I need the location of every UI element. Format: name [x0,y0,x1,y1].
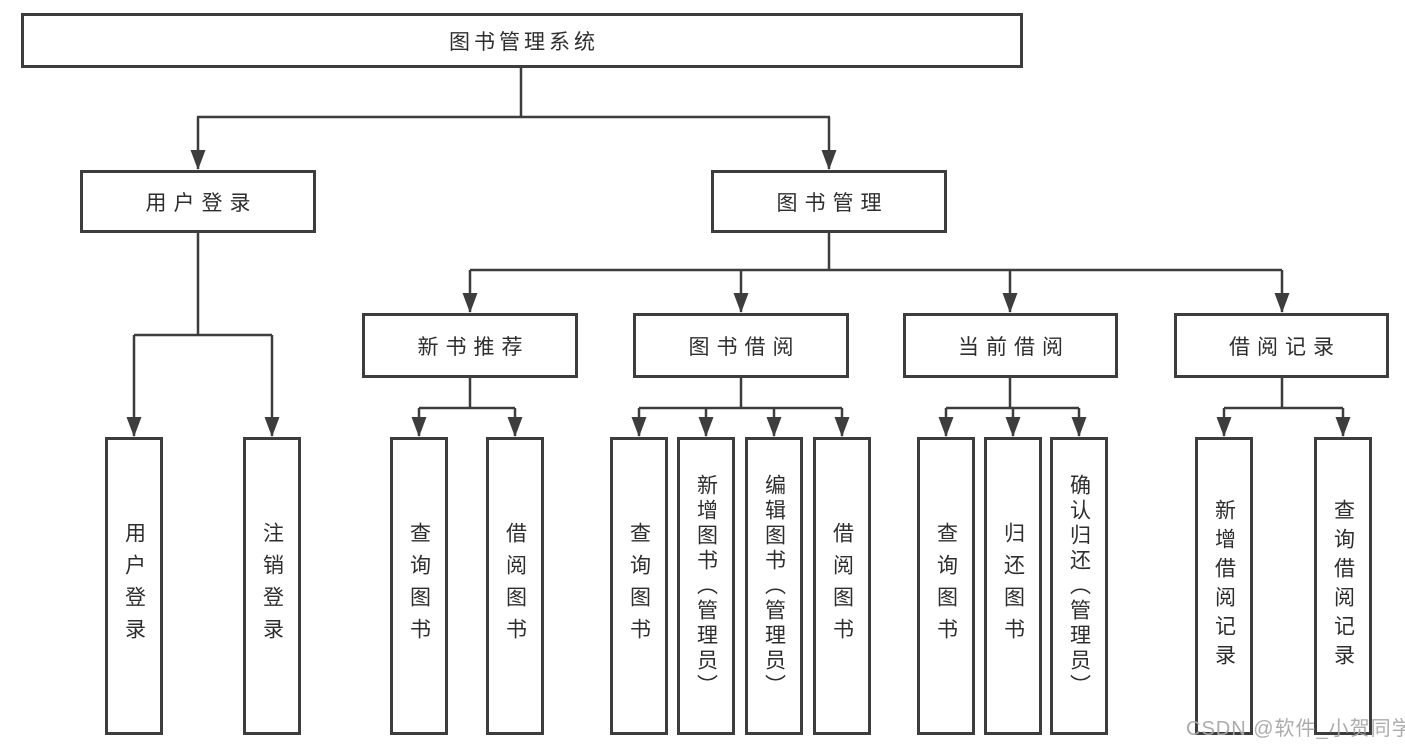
leaf-query-borrow-record-label: 查询借阅记录 [1331,499,1355,673]
leaf-logout: 注销登录 [243,437,301,735]
leaf-add-borrow-record-label: 新增借阅记录 [1212,499,1236,673]
trunk-book-management [470,233,1282,272]
leaf-query-books-current: 查询图书 [917,437,975,735]
leaf-borrow-books-borrowing: 借阅图书 [813,437,871,735]
leaf-edit-book-admin-label: 编辑图书（管理员） [762,473,786,699]
leaf-user-login: 用户登录 [105,437,163,735]
leaf-query-books-current-label: 查询图书 [934,522,958,650]
trunk-root [197,68,830,119]
leaf-borrow-books-borrowing-label: 借阅图书 [830,522,854,650]
leaf-borrow-books-recommend: 借阅图书 [486,437,544,735]
watermark: CSDN @软件_小贺同学 [1186,718,1405,740]
leaf-add-book-admin: 新增图书（管理员） [677,437,735,735]
leaf-query-books-recommend: 查询图书 [390,437,448,735]
trunk-book-borrow [639,378,842,410]
leaf-confirm-return-admin-label: 确认归还（管理员） [1067,473,1091,699]
leaf-query-books-borrowing-label: 查询图书 [627,522,651,650]
trunk-user-login [134,233,272,337]
node-borrowing-records: 借阅记录 [1174,313,1389,378]
leaf-logout-label: 注销登录 [260,522,284,650]
leaf-confirm-return-admin: 确认归还（管理员） [1050,437,1108,735]
trunk-borrow-records [1224,378,1343,410]
node-book-management: 图书管理 [711,170,947,233]
leaf-add-book-admin-label: 新增图书（管理员） [694,473,718,699]
leaf-query-borrow-record: 查询借阅记录 [1314,437,1372,735]
leaf-edit-book-admin: 编辑图书（管理员） [745,437,803,735]
leaf-add-borrow-record: 新增借阅记录 [1195,437,1253,735]
node-new-book-recommendation: 新书推荐 [362,313,578,378]
leaf-borrow-books-recommend-label: 借阅图书 [503,522,527,650]
leaf-user-login-label: 用户登录 [122,522,146,650]
leaf-query-books-borrowing: 查询图书 [610,437,668,735]
node-root: 图书管理系统 [21,13,1023,68]
trunk-current-borrow [946,378,1079,410]
leaf-return-books: 归还图书 [984,437,1042,735]
leaf-query-books-recommend-label: 查询图书 [407,522,431,650]
node-current-borrowing: 当前借阅 [903,313,1118,378]
node-user-login: 用户登录 [80,170,316,233]
node-book-borrowing: 图书借阅 [633,313,849,378]
leaf-return-books-label: 归还图书 [1001,522,1025,650]
trunk-new-book [419,378,515,410]
